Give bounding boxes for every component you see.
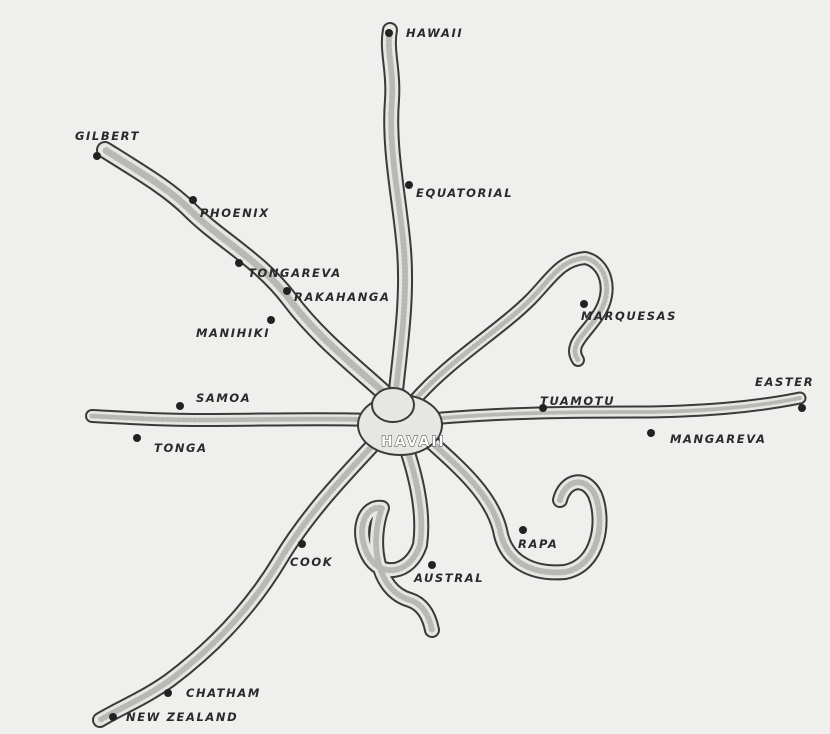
label-cook: COOK bbox=[290, 555, 333, 569]
dot-mangareva bbox=[647, 429, 655, 437]
dot-phoenix bbox=[189, 196, 197, 204]
label-rakahanga: RAKAHANGA bbox=[294, 290, 390, 304]
dot-manihiki bbox=[267, 316, 275, 324]
tentacle-samoa bbox=[92, 416, 380, 420]
dot-samoa bbox=[176, 402, 184, 410]
dot-easter bbox=[798, 404, 806, 412]
dot-new-zealand bbox=[109, 713, 117, 721]
label-tonga: TONGA bbox=[154, 441, 208, 455]
label-chatham: CHATHAM bbox=[186, 686, 261, 700]
label-samoa: SAMOA bbox=[196, 391, 251, 405]
tentacle-austral bbox=[362, 430, 432, 630]
dot-marquesas bbox=[580, 300, 588, 308]
label-hawaii: HAWAII bbox=[406, 26, 463, 40]
tentacle-marquesas bbox=[415, 258, 607, 400]
label-tongareva: TONGAREVA bbox=[248, 266, 342, 280]
label-tuamotu: TUAMOTU bbox=[540, 394, 615, 408]
label-manihiki: MANIHIKI bbox=[196, 326, 270, 340]
label-new-zealand: NEW ZEALAND bbox=[126, 710, 238, 724]
label-austral: AUSTRAL bbox=[413, 571, 484, 585]
label-gilbert: GILBERT bbox=[75, 129, 140, 143]
label-havaii: HAVAII bbox=[381, 434, 446, 450]
tentacle-rapa bbox=[418, 430, 600, 572]
dot-tonga bbox=[133, 434, 141, 442]
tentacles bbox=[92, 30, 800, 720]
label-phoenix: PHOENIX bbox=[200, 206, 270, 220]
dot-tongareva bbox=[235, 259, 243, 267]
label-easter: EASTER bbox=[755, 375, 814, 389]
label-rapa: RAPA bbox=[518, 537, 558, 551]
dot-cook bbox=[298, 540, 306, 548]
label-equatorial: EQUATORIAL bbox=[416, 186, 513, 200]
octopus-head bbox=[372, 388, 414, 422]
label-marquesas: MARQUESAS bbox=[581, 309, 677, 323]
tentacle-hawaii bbox=[389, 30, 405, 400]
dot-hawaii bbox=[385, 29, 393, 37]
dot-rakahanga bbox=[283, 287, 291, 295]
dot-equatorial bbox=[405, 181, 413, 189]
tentacle-new-zealand bbox=[100, 432, 385, 720]
dot-austral bbox=[428, 561, 436, 569]
label-mangareva: MANGAREVA bbox=[670, 432, 766, 446]
dot-gilbert bbox=[93, 152, 101, 160]
dot-rapa bbox=[519, 526, 527, 534]
dot-chatham bbox=[164, 689, 172, 697]
